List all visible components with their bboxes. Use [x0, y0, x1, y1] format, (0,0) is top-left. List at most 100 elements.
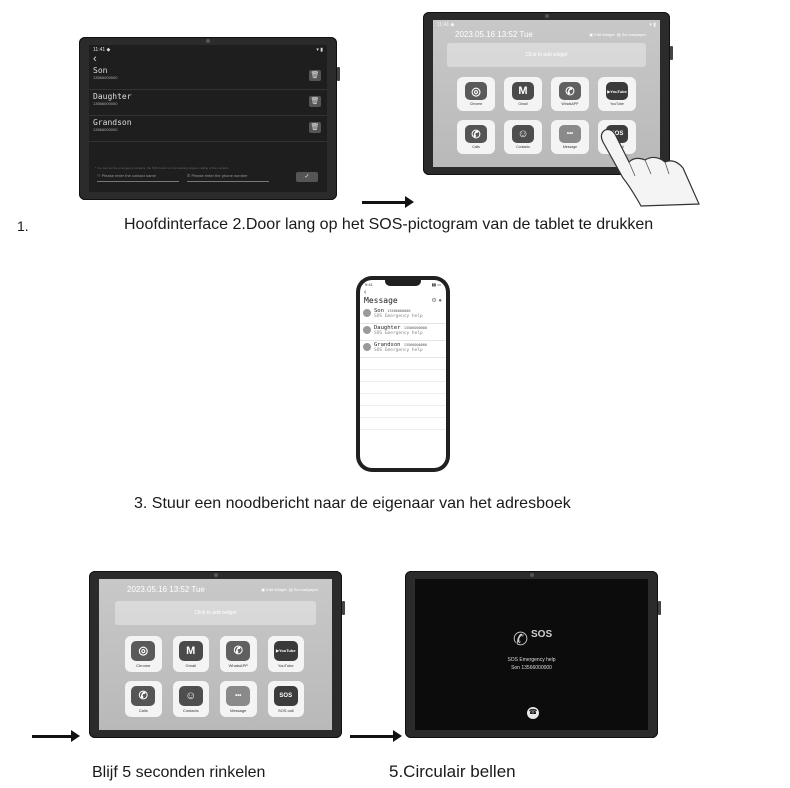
message-sender: Grandson	[374, 342, 401, 348]
set-wallpaper-button-2[interactable]: ▤ Set wallpaper	[288, 587, 318, 592]
app-tile-calls[interactable]: ✆Calls	[125, 681, 162, 717]
message-title: Message	[364, 296, 398, 305]
phone-notch	[385, 280, 421, 286]
compose-icon[interactable]: ●	[438, 298, 442, 304]
empty-row	[360, 370, 446, 382]
confirm-button[interactable]: ✓	[296, 172, 318, 182]
delete-icon[interactable]: 🗑	[309, 122, 321, 133]
app-label: Chrome	[469, 102, 483, 106]
contact-name: Daughter	[93, 92, 132, 101]
caption-step-4: Blijf 5 seconden rinkelen	[92, 764, 266, 781]
phone-back-icon[interactable]: ‹	[364, 289, 367, 296]
chrome-icon: ◎	[465, 82, 487, 100]
edit-widget-label-2: Edit Widget	[266, 587, 287, 592]
tablet-home-screen-2: 2023.05.16 13:52 Tue ▣ Edit Widget ▤ Set…	[89, 571, 345, 738]
status-time: 11:41 ◆	[437, 22, 455, 28]
app-tile-whatsapp[interactable]: ✆WhatsAPP	[220, 636, 257, 672]
back-icon[interactable]: ‹	[93, 53, 97, 65]
message-icon: •••	[559, 125, 581, 143]
set-wallpaper-button[interactable]: ▤ Set wallpaper	[616, 32, 646, 37]
sos-icon: SOS	[273, 685, 298, 706]
app-tile-message[interactable]: •••Message	[220, 681, 257, 717]
settings-icon[interactable]: ⚙	[431, 298, 437, 304]
app-label: Chrome	[136, 662, 151, 668]
widget-area[interactable]: Click to add widget	[447, 43, 646, 67]
message-sender: Daughter	[374, 325, 401, 331]
home-datetime: 2023.05.16 13:52 Tue	[455, 30, 533, 39]
youtube-icon: ▶YouTube	[273, 640, 298, 661]
app-label: Calls	[138, 707, 148, 713]
contact-phone: 13566000000	[93, 127, 118, 132]
edit-widget-button-2[interactable]: ▣ Edit Widget	[261, 587, 287, 592]
app-tile-contacts[interactable]: ☺Contacts	[504, 120, 542, 154]
avatar	[363, 326, 371, 334]
app-label: Gmail	[185, 662, 196, 668]
app-label: YouTube	[610, 102, 624, 106]
home-header: 2023.05.16 13:52 Tue ▣ Edit Widget ▤ Set…	[433, 30, 660, 39]
home-screen-2: 2023.05.16 13:52 Tue ▣ Edit Widget ▤ Set…	[99, 579, 332, 730]
edit-widget-label: Edit Widget	[594, 32, 615, 37]
app-tile-whatsapp[interactable]: ✆WhatsAPP	[551, 77, 589, 111]
hangup-button[interactable]: ☎	[527, 707, 539, 719]
caption-step-1-2: Hoofdinterface 2.Door lang op het SOS-pi…	[124, 216, 654, 233]
empty-row	[360, 406, 446, 418]
app-tile-message[interactable]: •••Message	[551, 120, 589, 154]
side-button	[342, 601, 345, 615]
app-tile-contacts[interactable]: ☺Contacts	[172, 681, 209, 717]
edit-widget-button[interactable]: ▣ Edit Widget	[589, 32, 615, 37]
message-sender: Son	[374, 308, 384, 314]
call-text-1: SOS Emergency help	[507, 657, 556, 663]
app-tile-calls[interactable]: ✆Calls	[457, 120, 495, 154]
delete-icon[interactable]: 🗑	[309, 70, 321, 81]
avatar	[363, 309, 371, 317]
contacts-icon: ☺	[512, 125, 534, 143]
phone-icon: ✆	[131, 685, 156, 706]
sos-label: SOS	[531, 629, 553, 640]
empty-row	[360, 358, 446, 370]
phone-status-icons: ▮▮ ▭	[431, 282, 441, 287]
hand-illustration	[600, 128, 700, 207]
phone-ring-icon: ✆	[513, 629, 529, 649]
camera-dot	[529, 573, 534, 577]
emergency-hint: * You can set the emergency contacts, th…	[95, 166, 229, 170]
arrow-3	[350, 730, 402, 742]
call-text-2: Son 13566000000	[511, 665, 552, 671]
contact-phone: 13566000000	[93, 75, 118, 80]
delete-icon[interactable]: 🗑	[309, 96, 321, 107]
status-bar: 11:41 ◆▾ ▮	[433, 20, 660, 30]
phone-placeholder: Please enter the phone number	[191, 173, 248, 178]
app-tile-chrome[interactable]: ◎Chrome	[125, 636, 162, 672]
camera-dot	[213, 573, 218, 577]
name-placeholder: Please enter the contact name	[101, 173, 156, 178]
message-header: Message ⚙ ●	[360, 296, 446, 305]
whatsapp-icon: ✆	[559, 82, 581, 100]
contact-phone-input[interactable]: ✆ Please enter the phone number	[187, 173, 269, 182]
set-wallpaper-label: Set wallpaper	[621, 32, 646, 37]
side-button	[658, 601, 661, 615]
app-tile-chrome[interactable]: ◎ Chrome	[457, 77, 495, 111]
status-right: ▾ ▮	[316, 47, 323, 53]
contact-name-input[interactable]: ⚇ Please enter the contact name	[97, 173, 179, 182]
empty-rows	[360, 358, 446, 430]
status-left: 11:41 ◆	[93, 47, 111, 53]
contact-name: Son	[93, 66, 108, 75]
contact-name: Grandson	[93, 118, 132, 127]
contact-phone: 13566000000	[93, 101, 118, 106]
sos-call-icon: ✆ SOS	[513, 629, 553, 651]
empty-row	[360, 394, 446, 406]
widget-area-2[interactable]: Click to add widget	[115, 601, 316, 625]
